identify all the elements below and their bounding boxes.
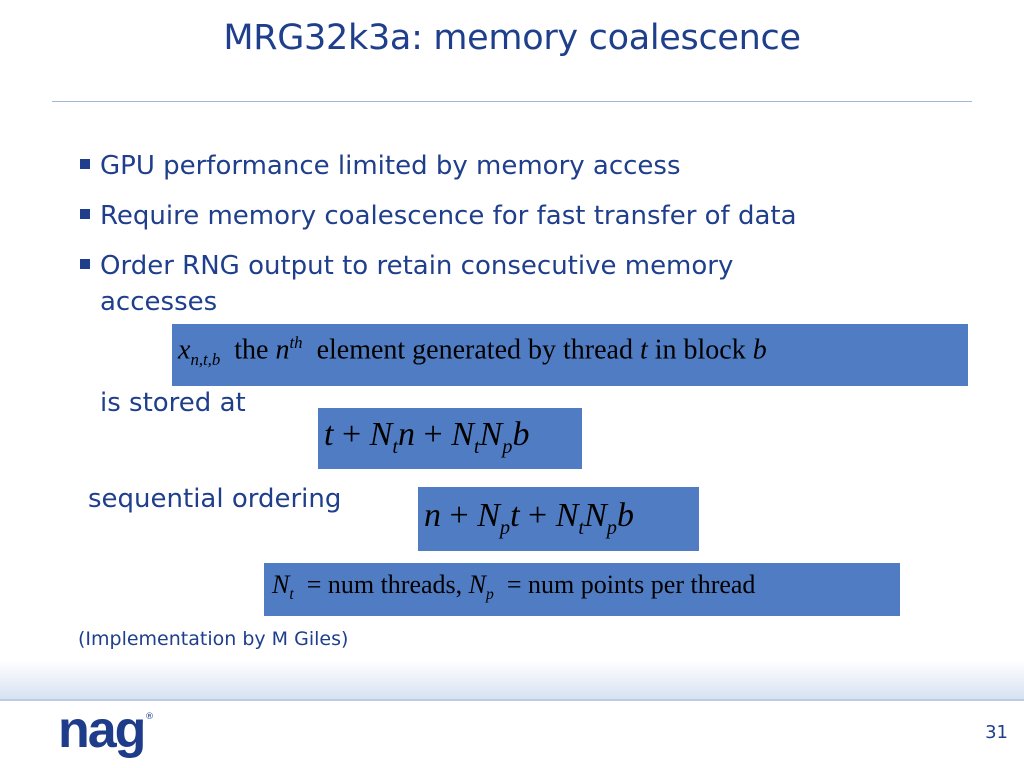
- slide-title: MRG32k3a: memory coalescence: [223, 18, 801, 58]
- eq-var: N: [477, 497, 500, 534]
- equation-element-definition: xn,t,b the nth element generated by thre…: [172, 324, 968, 386]
- title-divider: [52, 101, 972, 102]
- eq-var: N: [272, 570, 290, 599]
- eq-text: num threads,: [327, 570, 463, 599]
- stored-at-label: is stored at: [100, 388, 246, 418]
- eq-sub: p: [502, 435, 513, 458]
- page-number: 31: [985, 722, 1008, 743]
- eq-sub: t: [289, 586, 294, 604]
- eq-superscript: th: [289, 333, 303, 352]
- bullet-text: Order RNG output to retain consecutive m…: [100, 251, 734, 281]
- nag-logo: nag: [58, 701, 146, 759]
- eq-op: =: [306, 570, 322, 599]
- eq-op: =: [506, 570, 522, 599]
- equation-sequential-index: n + Npt + NtNpb: [418, 487, 699, 551]
- eq-text: element generated by thread: [316, 334, 633, 366]
- eq-op: +: [423, 416, 443, 453]
- eq-op: +: [528, 497, 548, 534]
- bullet-continuation: accesses: [100, 287, 218, 317]
- bullet-item: GPU performance limited by memory access: [78, 148, 978, 184]
- eq-var: b: [512, 416, 530, 453]
- eq-var-t: t: [639, 334, 648, 366]
- eq-var: N: [555, 497, 579, 534]
- bullet-square-icon: [80, 159, 90, 169]
- eq-sub: t: [392, 435, 398, 458]
- eq-sub: p: [499, 516, 511, 539]
- bullet-text: GPU performance limited by memory access: [100, 151, 681, 181]
- eq-sub: p: [606, 516, 617, 539]
- eq-var-x: x: [178, 334, 191, 366]
- eq-var: N: [451, 416, 474, 453]
- eq-op: +: [449, 497, 469, 534]
- eq-word-the: the: [234, 334, 269, 366]
- equation-definitions: Nt = num threads, Np = num points per th…: [264, 563, 900, 616]
- eq-sub: t: [578, 516, 585, 539]
- eq-var: b: [616, 497, 634, 534]
- eq-sub: t: [473, 435, 480, 458]
- bullet-square-icon: [80, 209, 90, 219]
- eq-var: t: [510, 497, 520, 534]
- eq-op: +: [341, 416, 362, 453]
- eq-var: N: [468, 570, 487, 599]
- eq-var-n: n: [275, 334, 290, 366]
- sequential-ordering-label: sequential ordering: [88, 484, 342, 514]
- eq-var: n: [398, 416, 415, 453]
- bullet-square-icon: [80, 259, 90, 269]
- bullet-list: GPU performance limited by memory access…: [78, 148, 978, 334]
- bullet-item: Require memory coalescence for fast tran…: [78, 198, 978, 234]
- implementation-note: (Implementation by M Giles): [78, 628, 349, 650]
- footer-divider: [0, 699, 1024, 701]
- eq-sub: p: [486, 586, 494, 604]
- eq-var-b: b: [752, 334, 767, 366]
- eq-var: N: [369, 416, 393, 453]
- bullet-text: Require memory coalescence for fast tran…: [100, 201, 797, 231]
- eq-var: N: [584, 497, 607, 534]
- eq-var: N: [479, 416, 503, 453]
- eq-text-inblock: in block: [654, 334, 746, 366]
- registered-mark: ®: [145, 712, 154, 722]
- eq-var: n: [424, 497, 441, 534]
- eq-var: t: [324, 416, 334, 453]
- eq-text: num points per thread: [527, 570, 756, 599]
- footer-band: [0, 660, 1024, 700]
- equation-storage-index: t + Ntn + NtNpb: [318, 408, 582, 469]
- bullet-item: Order RNG output to retain consecutive m…: [78, 248, 978, 320]
- eq-subscript: n,t,b: [190, 349, 221, 369]
